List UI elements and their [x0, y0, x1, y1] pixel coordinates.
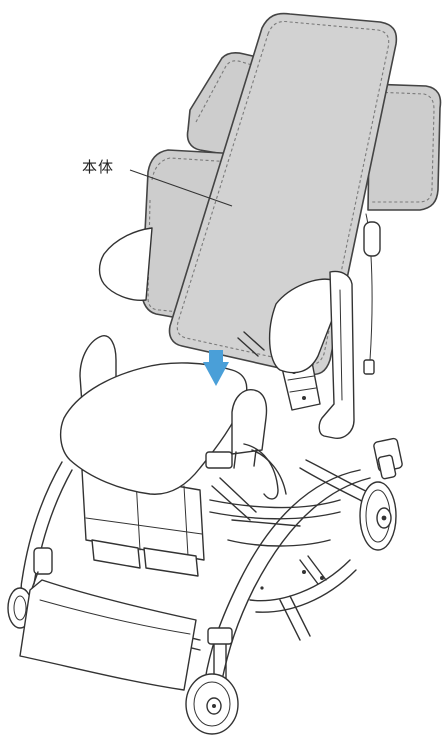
back-hinge — [237, 331, 321, 411]
wheelchair-frame — [20, 437, 403, 681]
down-arrow-icon — [203, 350, 229, 386]
armrest — [205, 389, 287, 500]
right-side-pad — [268, 270, 355, 439]
seat-cushion — [59, 362, 248, 495]
front-caster-wheel — [185, 627, 239, 735]
body-part-label: 本体 — [82, 158, 115, 176]
label-leader-line — [129, 169, 233, 207]
footrest — [19, 579, 197, 691]
seat-base — [81, 469, 205, 577]
rear-wheel — [359, 481, 397, 551]
headrest — [98, 227, 153, 301]
